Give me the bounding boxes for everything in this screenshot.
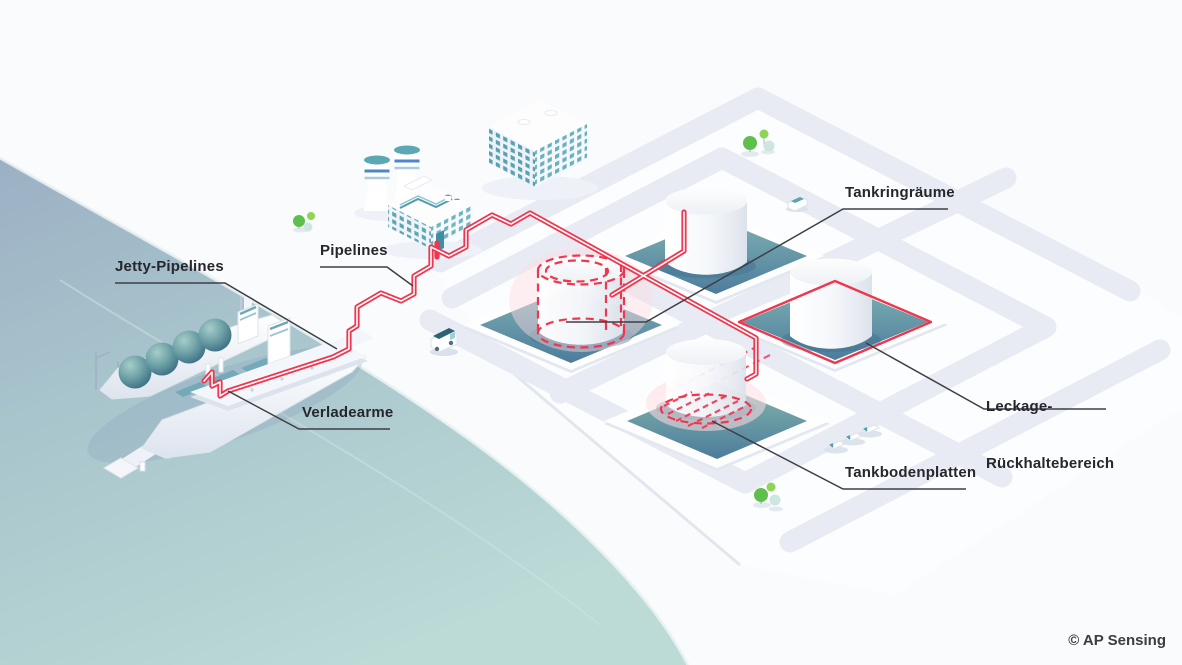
label-jetty-pipelines: Jetty-Pipelines xyxy=(115,258,224,275)
lng-carrier-ship xyxy=(99,295,284,400)
storage-tank-south xyxy=(646,339,766,431)
tank-ring-space-overlay xyxy=(536,254,626,349)
instrument-cabinets xyxy=(824,424,882,454)
leader-pipelines xyxy=(320,266,414,287)
tree-cluster-south xyxy=(753,482,783,512)
tree-cluster-north xyxy=(741,129,775,157)
leader-verladearme xyxy=(227,390,390,430)
label-tankbodenplatten: Tankbodenplatten xyxy=(845,464,977,481)
leader-tankbodenplatten xyxy=(711,420,966,490)
storage-tank-west xyxy=(509,248,653,352)
ship-bridge xyxy=(237,295,259,345)
water xyxy=(0,156,690,665)
trees xyxy=(293,129,783,512)
label-verladearme: Verladearme xyxy=(302,404,394,421)
storage-tank-east xyxy=(790,258,872,349)
office-building xyxy=(482,100,598,200)
leader-tankringraeume xyxy=(566,208,948,323)
label-leckage-rueckhaltebereich: Leckage- Rückhaltebereich xyxy=(986,359,1114,492)
shore-pipe-bridge xyxy=(330,330,374,351)
pipeline xyxy=(201,209,759,399)
label-tankringraeume: Tankringräume xyxy=(845,184,955,201)
copyright-notice: © AP Sensing xyxy=(1068,632,1166,649)
storage-tank-north xyxy=(665,187,747,275)
leader-lines xyxy=(115,208,1106,490)
tank-bottom-plate-overlay xyxy=(659,391,753,429)
leak-containment-outline xyxy=(737,279,933,365)
label-leckage-line2: Rückhaltebereich xyxy=(986,455,1115,472)
label-leckage-line1: Leckage- xyxy=(986,398,1053,415)
label-pipelines: Pipelines xyxy=(320,242,388,259)
lng-dome-icon xyxy=(118,318,232,389)
service-van xyxy=(430,328,458,356)
leader-jetty-pipelines xyxy=(115,282,338,350)
ship-bridge xyxy=(267,317,291,365)
tree-cluster-factory xyxy=(293,212,315,233)
car xyxy=(786,196,808,212)
leader-leckage xyxy=(865,342,1106,410)
